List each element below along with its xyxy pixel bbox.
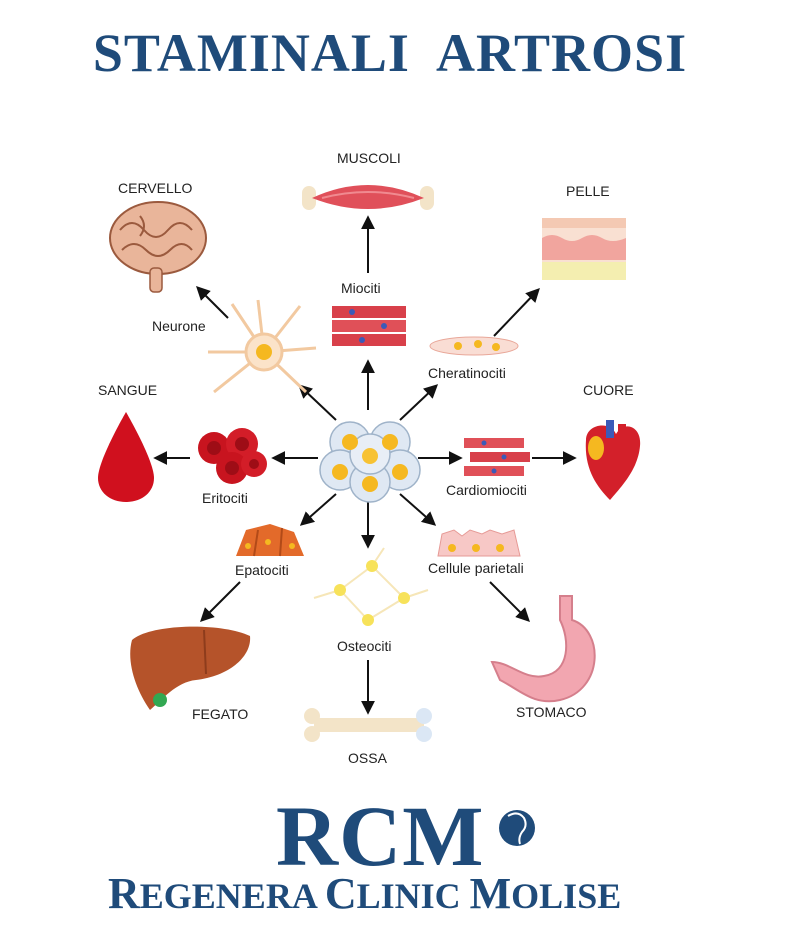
neuron-icon [208, 299, 317, 394]
label-sangue: SANGUE [98, 382, 158, 398]
osteocytes-icon [313, 547, 429, 626]
label-cheratinociti: Cheratinociti [428, 365, 506, 381]
label-muscoli: MUSCOLI [337, 150, 401, 166]
arrows [153, 215, 577, 715]
erythrocytes-icon [198, 428, 267, 484]
stomach-icon [490, 595, 596, 703]
page-title: STAMINALI ARTROSI [92, 23, 688, 83]
logo-initial: R [108, 869, 140, 918]
globe-logo-icon [499, 810, 535, 846]
muscle-icon [302, 185, 434, 210]
logo-word-part: LINIC [356, 876, 470, 916]
stem-cells-icon [319, 421, 421, 503]
label-epatociti: Epatociti [235, 562, 289, 578]
label-cuore: CUORE [583, 382, 634, 398]
label-pelle: PELLE [566, 183, 610, 199]
bone-icon [304, 708, 432, 742]
logo-word-part: OLISE [511, 876, 622, 916]
label-eritociti: Eritociti [202, 490, 248, 506]
logo-acronym: RCM [276, 788, 485, 884]
logo-clinic-name: REGENERA CLINIC MOLISE [108, 868, 621, 919]
label-miociti: Miociti [341, 280, 381, 296]
myocytes-icon [332, 306, 406, 346]
hepatocytes-icon [236, 524, 304, 557]
label-osteociti: Osteociti [337, 638, 392, 654]
label-fegato: FEGATO [192, 706, 249, 722]
heart-icon [585, 420, 641, 500]
keratinocytes-icon [429, 336, 519, 356]
label-ossa: OSSA [348, 750, 387, 766]
label-cellule-parietali: Cellule parietali [428, 560, 524, 576]
logo-initial: M [469, 869, 512, 918]
brain-icon [109, 201, 207, 293]
logo-word-part: EGENERA [139, 876, 325, 916]
blood-drop-icon [98, 412, 154, 502]
label-neurone: Neurone [152, 318, 206, 334]
parietal-cells-icon [437, 529, 521, 557]
label-cervello: CERVELLO [118, 180, 193, 196]
liver-icon [130, 626, 251, 710]
skin-icon [542, 218, 626, 280]
label-stomaco: STOMACO [516, 704, 587, 720]
logo-initial: C [324, 869, 357, 918]
cardiomyocytes-icon [464, 438, 530, 476]
label-cardiomiociti: Cardiomiociti [446, 482, 527, 498]
